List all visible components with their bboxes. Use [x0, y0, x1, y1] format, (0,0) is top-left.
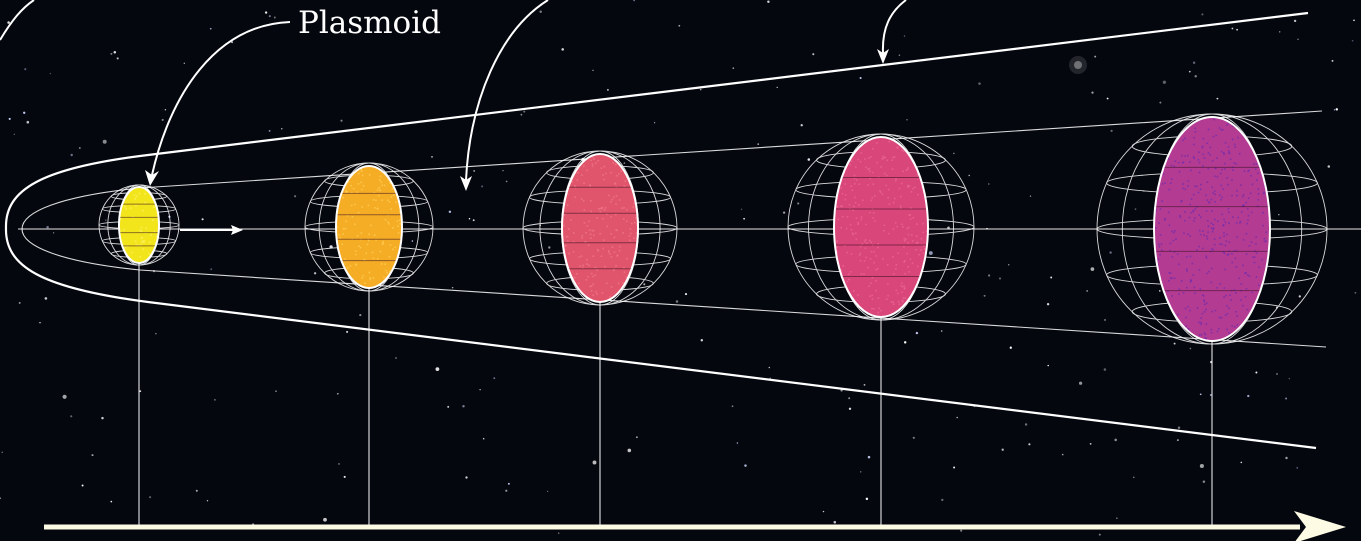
plasmoid: [522, 150, 678, 306]
drop-lines: [138, 262, 1213, 527]
plasmoid: [98, 184, 180, 266]
pointer-arrow-inner-boundary: [460, 0, 549, 191]
plasmoid-label: Plasmoid: [298, 5, 441, 41]
motion-arrow: [180, 225, 243, 235]
plasmoid: [787, 133, 975, 321]
plasmoid-body: [336, 166, 402, 288]
plasmoid: [1096, 113, 1328, 345]
pointer-arrow-plasmoid: [145, 21, 291, 186]
pointer-arrow-outer-boundary: [877, 0, 907, 64]
jet-outer-boundary: [4, 11, 1317, 450]
time-axis-arrow: [44, 511, 1346, 541]
distant-star-glow: [1069, 56, 1087, 74]
plasmoid-body: [562, 154, 638, 302]
plasmoid: [304, 162, 434, 292]
plasmoid-body: [119, 187, 159, 263]
plasmoid-sequence: [98, 113, 1328, 345]
plasmoid-body: [834, 137, 928, 317]
top-left-arc: [0, 0, 35, 41]
